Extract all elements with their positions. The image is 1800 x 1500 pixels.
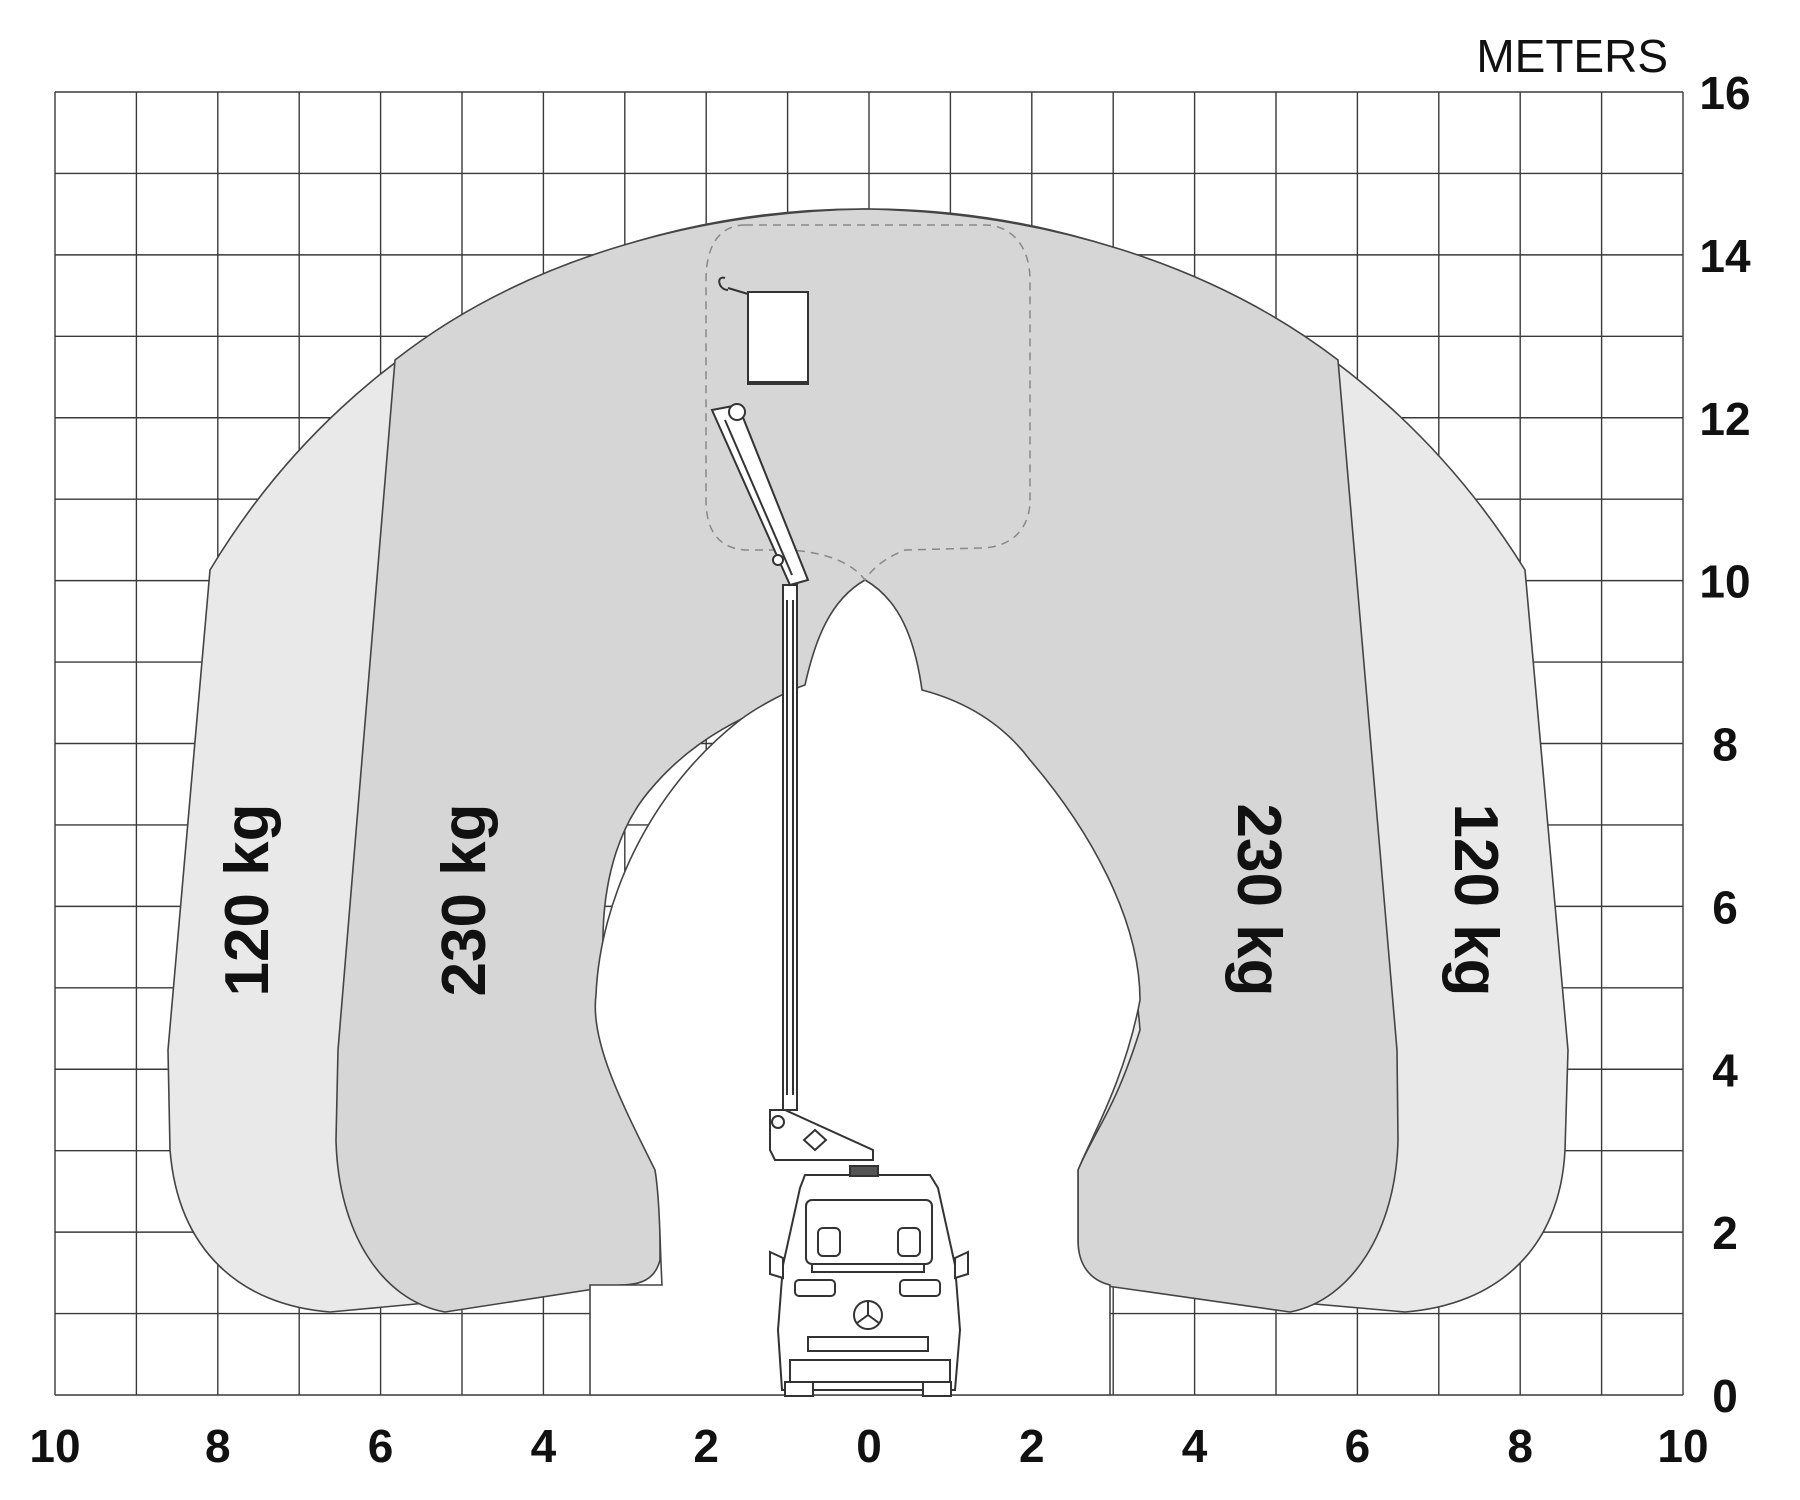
x-tick-label: 4 [531, 1420, 557, 1472]
y-tick-label: 16 [1699, 67, 1750, 119]
zone-label-left-outer: 120 kg [213, 803, 282, 996]
x-axis-ticks: 10 8 6 4 2 0 2 4 6 8 10 [29, 1420, 1708, 1472]
x-tick-label: 6 [368, 1420, 394, 1472]
y-tick-label: 4 [1712, 1044, 1738, 1096]
x-tick-label: 0 [856, 1420, 882, 1472]
y-tick-label: 2 [1712, 1207, 1738, 1259]
unit-label: METERS [1476, 30, 1668, 82]
y-tick-label: 8 [1712, 719, 1738, 771]
x-tick-label: 4 [1182, 1420, 1208, 1472]
x-tick-label: 10 [1657, 1420, 1708, 1472]
y-tick-label: 14 [1699, 230, 1751, 282]
zone-label-right-inner: 230 kg [1224, 803, 1293, 996]
basket-dashed-zone [705, 224, 1031, 582]
aerial-platform-van-icon [710, 276, 969, 1397]
y-axis-ticks: 0 2 4 6 8 10 12 14 16 [1699, 67, 1751, 1422]
x-tick-label: 8 [1507, 1420, 1533, 1472]
zone-label-right-outer: 120 kg [1441, 803, 1510, 996]
x-tick-label: 8 [205, 1420, 231, 1472]
x-tick-label: 2 [1019, 1420, 1045, 1472]
y-tick-label: 0 [1712, 1370, 1738, 1422]
y-tick-label: 10 [1699, 556, 1750, 608]
x-tick-label: 6 [1345, 1420, 1371, 1472]
x-tick-label: 2 [693, 1420, 719, 1472]
y-tick-label: 12 [1699, 393, 1750, 445]
zone-label-left-inner: 230 kg [430, 803, 499, 996]
y-tick-label: 6 [1712, 881, 1738, 933]
x-tick-label: 10 [29, 1420, 80, 1472]
